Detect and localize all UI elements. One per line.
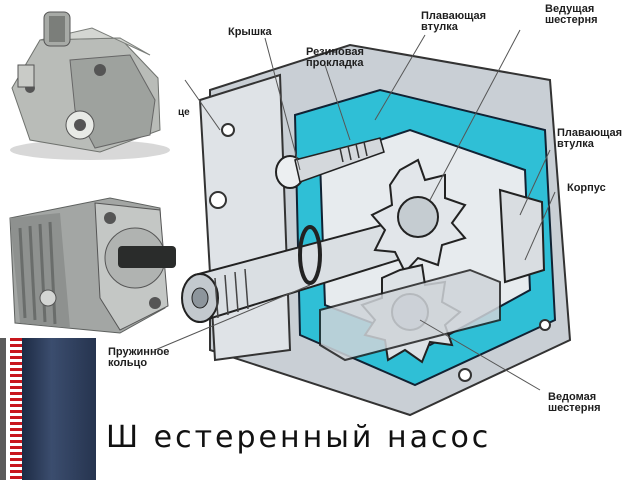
slide-decoration-dark-bar xyxy=(0,338,6,480)
spring-ring xyxy=(298,225,322,285)
label-housing: Корпус xyxy=(567,182,606,194)
label-rubber-gasket: Резиновая прокладка xyxy=(306,46,364,69)
label-cover: Крышка xyxy=(228,26,272,38)
driving-gear xyxy=(370,158,467,274)
slide-decoration-red-dots xyxy=(10,338,22,480)
label-spring-ring: Пружинное кольцо xyxy=(108,346,170,369)
pump-photo-top xyxy=(0,0,175,165)
slide-decoration-blue-band xyxy=(22,338,96,480)
pump-cutaway-diagram xyxy=(181,29,572,417)
label-floating-bushing-top: Плавающая втулка xyxy=(421,10,487,33)
floating-bushing-right xyxy=(498,188,546,284)
label-driven-gear: Ведомая шестерня xyxy=(548,391,601,414)
slide-title: Ш естеренный насос xyxy=(106,420,492,455)
bolt xyxy=(275,137,385,189)
leader-line-spring-ring xyxy=(154,284,311,351)
pump-photo-bottom xyxy=(0,178,180,338)
label-floating-bushing-right: Плавающая втулка xyxy=(557,127,623,150)
driven-bushing xyxy=(319,268,501,362)
driving-shaft xyxy=(181,213,432,323)
label-cut-fragment: це xyxy=(178,107,190,118)
label-driving-gear: Ведущая шестерня xyxy=(545,3,598,26)
